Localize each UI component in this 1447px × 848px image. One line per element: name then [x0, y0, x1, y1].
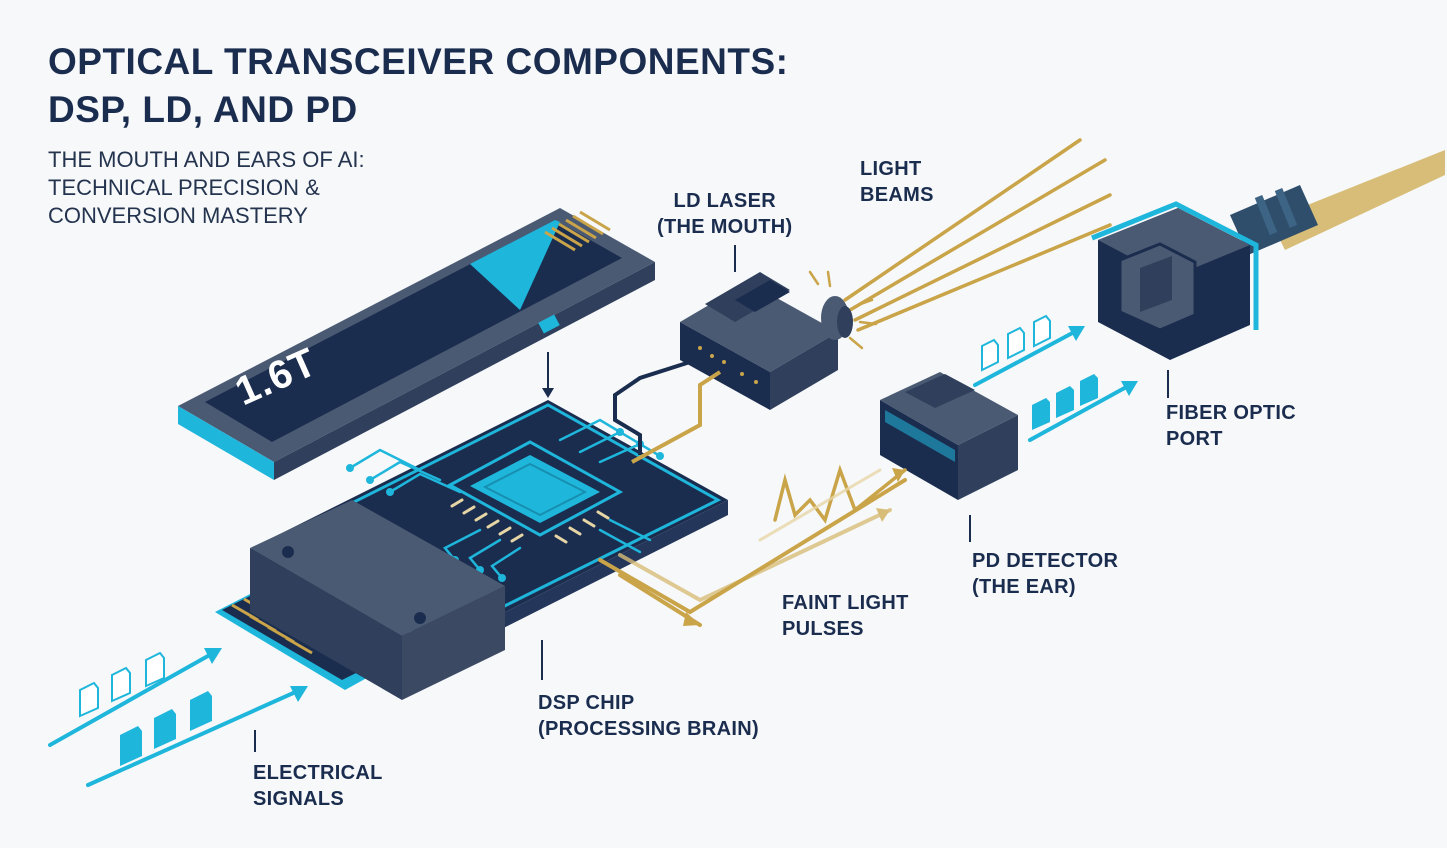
document-icon-electrical: [79, 651, 212, 766]
label-fiber-port-line1: FIBER OPTIC: [1166, 402, 1296, 424]
signal-arrow-icon: [973, 328, 1132, 442]
label-faint-pulses-line1: FAINT LIGHT: [782, 592, 909, 614]
label-dsp-chip-line1: DSP CHIP: [538, 692, 635, 714]
label-dsp-chip-line2: (PROCESSING BRAIN): [538, 718, 759, 740]
label-pd-detector: PD DETECTOR (THE EAR): [972, 548, 1118, 600]
label-ld-laser-line1: LD LASER: [673, 190, 776, 212]
pd-detector: [880, 372, 1018, 500]
subtitle-line-1: THE MOUTH AND EARS OF AI:: [48, 147, 365, 172]
down-arrow-head: [542, 388, 554, 398]
label-electrical-signals: ELECTRICAL SIGNALS: [253, 760, 383, 812]
label-dsp-chip: DSP CHIP (PROCESSING BRAIN): [538, 690, 759, 742]
laser-glints: [698, 346, 758, 384]
laser-wire-gold: [631, 370, 722, 464]
title-line-2: DSP, LD, AND PD: [48, 89, 358, 130]
title-line-1: OPTICAL TRANSCEIVER COMPONENTS:: [48, 41, 789, 82]
label-fiber-port-line2: PORT: [1166, 428, 1223, 450]
module-lid: [178, 208, 655, 480]
faint-light-pulses: [598, 464, 907, 627]
lid-contacts: [544, 210, 611, 252]
arrow-heads-right: [1068, 326, 1138, 396]
label-pd-detector-line1: PD DETECTOR: [972, 550, 1119, 572]
light-beam-icon: [843, 138, 1112, 332]
subtitle-line-3: CONVERSION MASTERY: [48, 203, 308, 228]
label-pd-detector-line2: (THE EAR): [972, 576, 1076, 598]
laser-spark: [808, 270, 878, 350]
fiber-cable: [1230, 150, 1445, 255]
label-faint-light-pulses: FAINT LIGHT PULSES: [782, 590, 909, 642]
page-subtitle: THE MOUTH AND EARS OF AI: TECHNICAL PREC…: [48, 146, 365, 230]
arrow-heads-left: [204, 648, 308, 702]
label-light-beams: LIGHT BEAMS: [860, 156, 934, 208]
fiber-optic-port: [1091, 201, 1259, 360]
label-light-beams-line2: BEAMS: [860, 184, 934, 206]
subtitle-line-2: TECHNICAL PRECISION &: [48, 175, 320, 200]
label-faint-pulses-line2: PULSES: [782, 618, 864, 640]
electrical-signal-arrows: [48, 650, 302, 787]
page-title: OPTICAL TRANSCEIVER COMPONENTS: DSP, LD,…: [48, 38, 788, 134]
dsp-chip: [446, 440, 624, 544]
label-electrical-line2: SIGNALS: [253, 788, 344, 810]
edge-connector: [215, 500, 505, 700]
label-fiber-optic-port: FIBER OPTIC PORT: [1166, 400, 1296, 452]
label-ld-laser-line2: (THE MOUTH): [657, 216, 793, 238]
label-light-beams-line1: LIGHT: [860, 158, 922, 180]
ld-laser: [680, 272, 853, 410]
label-ld-laser: LD LASER (THE MOUTH): [657, 188, 793, 240]
laser-wire-navy: [613, 360, 691, 455]
leader-lines: [254, 245, 1169, 752]
label-electrical-line1: ELECTRICAL: [253, 762, 383, 784]
document-icon: [981, 314, 1098, 430]
